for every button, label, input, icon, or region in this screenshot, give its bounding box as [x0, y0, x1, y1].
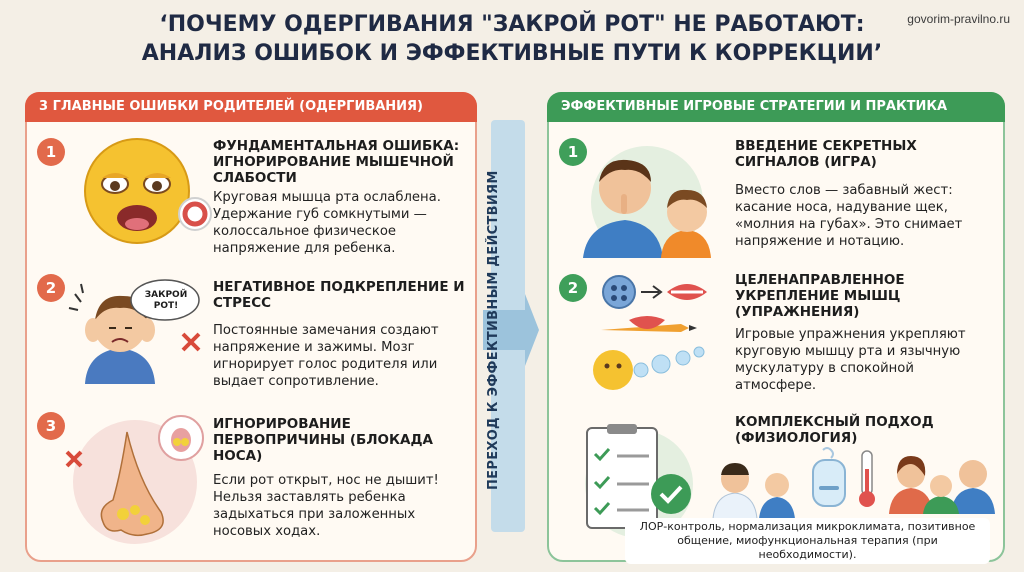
exercises-icon — [593, 275, 707, 390]
thermometer-icon — [859, 450, 875, 507]
mistake-title-1: ФУНДАМЕНТАЛЬНАЯ ОШИБКА: ИГНОРИРОВАНИЕ МЫ… — [213, 138, 460, 186]
title-line-1: ‘ПОЧЕМУ ОДЕРГИВАНИЯ "ЗАКРОЙ РОТ" НЕ РАБО… — [159, 12, 865, 37]
mistakes-panel-heading: 3 ГЛАВНЫЕ ОШИБКИ РОДИТЕЛЕЙ (ОДЕРГИВАНИЯ) — [25, 92, 477, 122]
doctor-child-icon — [712, 463, 795, 520]
strategies-panel-heading: ЭФФЕКТИВНЫЕ ИГРОВЫЕ СТРАТЕГИИ И ПРАКТИКА — [547, 92, 1005, 122]
strategy-title-3: КОМПЛЕКСНЫЙ ПОДХОД (ФИЗИОЛОГИЯ) — [735, 414, 934, 446]
mistakes-panel: 3 ГЛАВНЫЕ ОШИБКИ РОДИТЕЛЕЙ (ОДЕРГИВАНИЯ)… — [25, 92, 477, 562]
transition-arrow-icon — [483, 120, 539, 532]
strategy-number-2: 2 — [559, 274, 587, 302]
transition-label: ПЕРЕХОД К ЭФФЕКТИВНЫМ ДЕЙСТВИЯМ — [486, 170, 501, 490]
mistake-body-1: Круговая мышца рта ослаблена. Удержание … — [213, 190, 441, 256]
strategy-title-1: ВВЕДЕНИЕ СЕКРЕТНЫХ СИГНАЛОВ (ИГРА) — [735, 138, 917, 170]
site-url: govorim-pravilno.ru — [907, 12, 1010, 26]
mistake-number-3: 3 — [37, 412, 65, 440]
mistake-number-1: 1 — [37, 138, 65, 166]
checklist-icon — [585, 424, 693, 538]
mistake-body-2: Постоянные замечания создают напряжение … — [213, 323, 439, 389]
speech-bubble-text: ЗАКРОЙ РОТ! — [144, 290, 188, 311]
mistake-body-3: Если рот открыт, нос не дышит! Нельзя за… — [213, 473, 439, 539]
happy-family-icon — [889, 456, 995, 514]
mistake-number-2: 2 — [37, 274, 65, 302]
secret-signal-family-icon — [583, 146, 711, 258]
mistake-title-2: НЕГАТИВНОЕ ПОДКРЕПЛЕНИЕ И СТРЕСС — [213, 279, 465, 311]
strategy-title-2: ЦЕЛЕНАПРАВЛЕННОЕ УКРЕПЛЕНИЕ МЫШЦ (УПРАЖН… — [735, 272, 905, 320]
humidifier-icon — [812, 447, 846, 507]
strategy-body-2: Игровые упражнения укрепляют круговую мы… — [735, 327, 966, 393]
tired-face-icon — [84, 138, 212, 244]
strategies-panel: ЭФФЕКТИВНЫЕ ИГРОВЫЕ СТРАТЕГИИ И ПРАКТИКА… — [547, 92, 1005, 562]
strategy-number-1: 1 — [559, 138, 587, 166]
strategy-body-1: Вместо слов — забавный жест: касание нос… — [735, 183, 963, 249]
complex-approach-caption: ЛОР-контроль, нормализация микроклимата,… — [625, 518, 990, 564]
blocked-nose-icon — [65, 415, 204, 544]
title-line-2: АНАЛИЗ ОШИБОК И ЭФФЕКТИВНЫЕ ПУТИ К КОРРЕ… — [141, 41, 883, 66]
page-title: ‘ПОЧЕМУ ОДЕРГИВАНИЯ "ЗАКРОЙ РОТ" НЕ РАБО… — [0, 10, 1024, 68]
stressed-child-icon — [68, 279, 201, 384]
mistake-title-3: ИГНОРИРОВАНИЕ ПЕРВОПРИЧИНЫ (БЛОКАДА НОСА… — [213, 416, 433, 464]
